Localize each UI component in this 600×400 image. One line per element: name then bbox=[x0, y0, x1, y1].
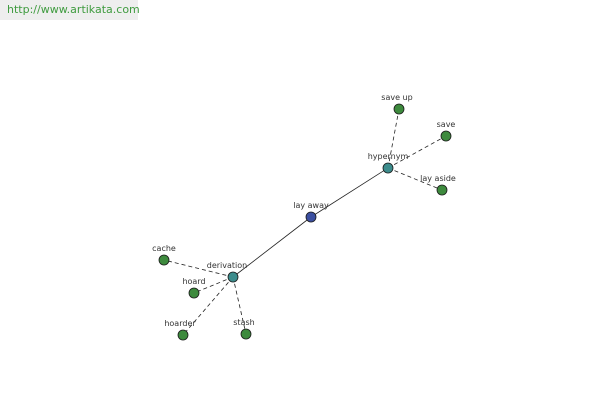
site-url[interactable]: http://www.artikata.com bbox=[0, 0, 140, 20]
edge-derivation-hoarder bbox=[182, 276, 234, 336]
edge-derivation-stash bbox=[232, 276, 247, 335]
node-hypernym[interactable] bbox=[382, 162, 394, 174]
node-cache[interactable] bbox=[158, 254, 170, 266]
node-lay-away[interactable] bbox=[305, 211, 317, 223]
labels-layer: lay away hypernym derivation save up save lay… bbox=[152, 93, 456, 328]
edge-lay-away-derivation bbox=[232, 216, 312, 278]
nodes-layer bbox=[158, 103, 452, 341]
edge-derivation-cache bbox=[163, 259, 234, 278]
node-lay-aside[interactable] bbox=[436, 184, 448, 196]
node-stash[interactable] bbox=[240, 328, 252, 340]
node-label-hoarder[interactable]: hoarder bbox=[164, 319, 196, 328]
node-derivation[interactable] bbox=[227, 271, 239, 283]
node-label-hoard[interactable]: hoard bbox=[182, 277, 205, 286]
edge-hypernym-save-up bbox=[387, 108, 400, 169]
node-hoarder[interactable] bbox=[177, 329, 189, 341]
node-label-stash[interactable]: stash bbox=[233, 318, 254, 327]
node-label-lay-aside[interactable]: lay aside bbox=[420, 174, 456, 183]
node-save[interactable] bbox=[440, 130, 452, 142]
node-hoard[interactable] bbox=[188, 287, 200, 299]
node-label-derivation[interactable]: derivation bbox=[207, 261, 247, 270]
edge-hypernym-lay-aside bbox=[387, 167, 443, 191]
node-label-lay-away[interactable]: lay away bbox=[293, 201, 329, 210]
node-label-save-up[interactable]: save up bbox=[381, 93, 412, 102]
node-label-cache[interactable]: cache bbox=[152, 244, 176, 253]
edge-derivation-hoard bbox=[193, 276, 234, 294]
edge-lay-away-hypernym bbox=[310, 167, 389, 218]
node-save-up[interactable] bbox=[393, 103, 405, 115]
node-label-hypernym[interactable]: hypernym bbox=[368, 152, 409, 161]
node-label-save[interactable]: save bbox=[437, 120, 456, 129]
edges-layer bbox=[163, 108, 447, 336]
